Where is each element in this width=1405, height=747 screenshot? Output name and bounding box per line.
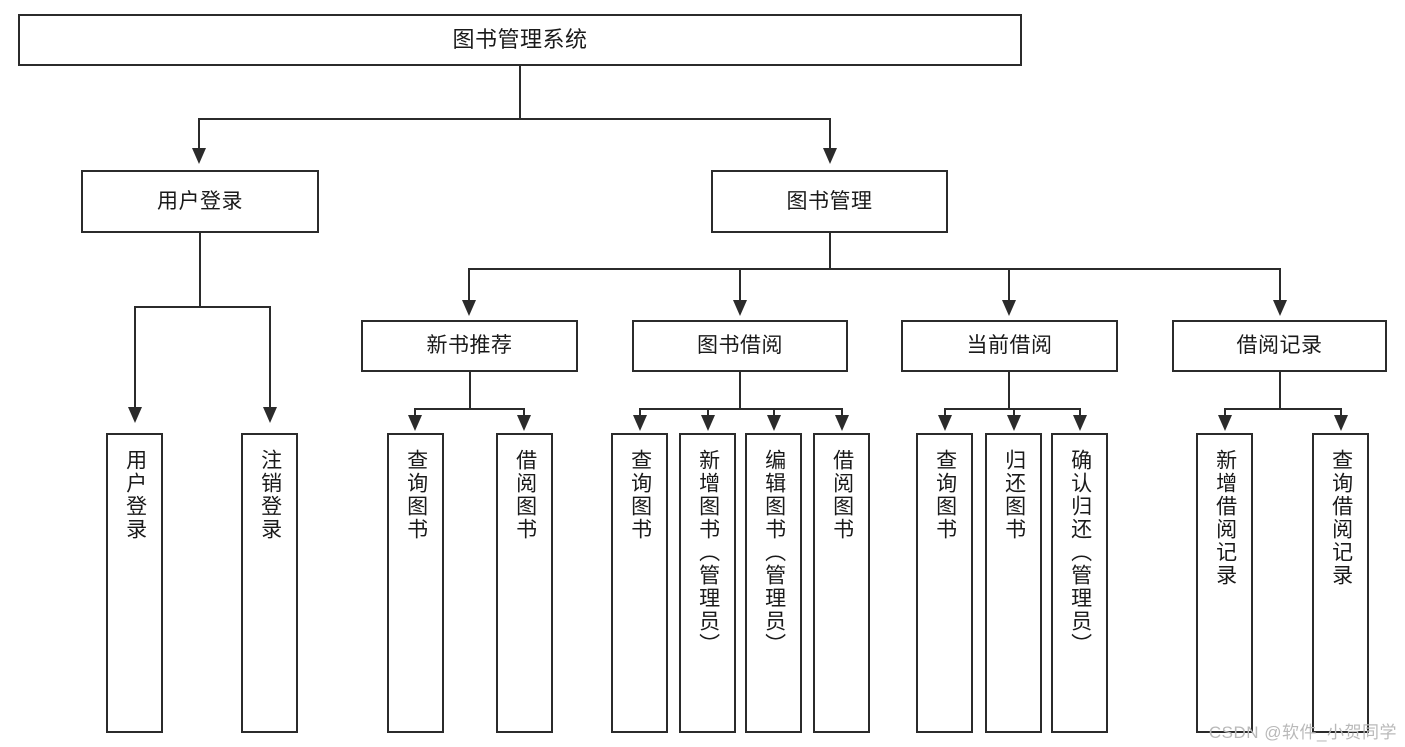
connector-drop-book-borrow <box>739 268 741 302</box>
leaf-user-login-login[interactable]: 用户登录 <box>106 433 163 733</box>
node-new-book-recommendation[interactable]: 新书推荐 <box>361 320 578 372</box>
leaf-book-borrow-query[interactable]: 查询图书 <box>611 433 668 733</box>
connector-user-login-bus <box>134 306 271 308</box>
node-label: 用户登录 <box>123 449 147 541</box>
arrow-book-borrow <box>733 300 747 316</box>
connector-drop-bb-borrow <box>841 408 843 418</box>
connector-drop-br-query <box>1340 408 1342 418</box>
arrow-user-login <box>192 148 206 164</box>
node-user-login[interactable]: 用户登录 <box>81 170 319 233</box>
node-label: 新增借阅记录 <box>1213 449 1237 587</box>
arrow-leaf-logout <box>263 407 277 423</box>
arrow-bb-borrow <box>835 415 849 431</box>
node-label: 当前借阅 <box>966 334 1053 358</box>
node-label: 归还图书 <box>1002 449 1026 541</box>
arrow-leaf-user-login <box>128 407 142 423</box>
connector-root-bus <box>198 118 831 120</box>
node-label: 查询图书 <box>404 449 428 541</box>
arrow-cb-query <box>938 415 952 431</box>
leaf-book-borrow-add[interactable]: 新增图书（管理员） <box>679 433 736 733</box>
node-label: 查询图书 <box>628 449 652 541</box>
leaf-current-borrow-confirm[interactable]: 确认归还（管理员） <box>1051 433 1108 733</box>
connector-borrow-record-stem <box>1279 372 1281 410</box>
connector-drop-bb-query <box>639 408 641 418</box>
connector-drop-leaf-user-login <box>134 306 136 409</box>
node-label: 借阅记录 <box>1236 334 1323 358</box>
connector-drop-new-book <box>468 268 470 302</box>
leaf-borrow-record-add[interactable]: 新增借阅记录 <box>1196 433 1253 733</box>
connector-current-borrow-bus <box>944 408 1080 410</box>
leaf-user-login-logout[interactable]: 注销登录 <box>241 433 298 733</box>
node-label: 编辑图书（管理员） <box>762 449 786 656</box>
connector-level3-bus <box>468 268 1280 270</box>
connector-user-login-stem <box>199 233 201 308</box>
arrow-book-management <box>823 148 837 164</box>
leaf-current-borrow-return[interactable]: 归还图书 <box>985 433 1042 733</box>
node-label: 图书管理系统 <box>452 26 588 52</box>
node-book-management[interactable]: 图书管理 <box>711 170 948 233</box>
node-label: 注销登录 <box>258 449 282 541</box>
connector-drop-nb-borrow <box>523 408 525 418</box>
node-label: 图书管理 <box>786 189 873 213</box>
node-root-book-management-system[interactable]: 图书管理系统 <box>18 14 1022 66</box>
connector-drop-br-add <box>1224 408 1226 418</box>
connector-drop-cb-confirm <box>1079 408 1081 418</box>
connector-drop-leaf-logout <box>269 306 271 409</box>
arrow-br-query <box>1334 415 1348 431</box>
connector-drop-user-login <box>198 118 200 150</box>
connector-book-borrow-stem <box>739 372 741 410</box>
connector-drop-book-management <box>829 118 831 150</box>
connector-root-stem <box>519 66 521 119</box>
connector-drop-current-borrow <box>1008 268 1010 302</box>
connector-new-book-bus <box>414 408 525 410</box>
leaf-book-borrow-borrow[interactable]: 借阅图书 <box>813 433 870 733</box>
node-label: 查询图书 <box>933 449 957 541</box>
leaf-new-book-borrow[interactable]: 借阅图书 <box>496 433 553 733</box>
csdn-watermark: CSDN @软件_小贺同学 <box>1208 723 1397 742</box>
arrow-br-add <box>1218 415 1232 431</box>
arrow-cb-return <box>1007 415 1021 431</box>
connector-borrow-record-bus <box>1224 408 1342 410</box>
arrow-cb-confirm <box>1073 415 1087 431</box>
node-label: 新增图书（管理员） <box>696 449 720 656</box>
arrow-new-book <box>462 300 476 316</box>
arrow-nb-query <box>408 415 422 431</box>
arrow-borrow-record <box>1273 300 1287 316</box>
node-label: 用户登录 <box>157 189 243 213</box>
connector-drop-nb-query <box>414 408 416 418</box>
node-label: 查询借阅记录 <box>1329 449 1353 587</box>
connector-new-book-stem <box>469 372 471 410</box>
leaf-new-book-query[interactable]: 查询图书 <box>387 433 444 733</box>
connector-drop-borrow-record <box>1279 268 1281 302</box>
connector-current-borrow-stem <box>1008 372 1010 410</box>
connector-drop-cb-return <box>1013 408 1015 418</box>
connector-drop-cb-query <box>944 408 946 418</box>
arrow-bb-query <box>633 415 647 431</box>
node-book-borrow[interactable]: 图书借阅 <box>632 320 848 372</box>
arrow-current-borrow <box>1002 300 1016 316</box>
connector-drop-bb-edit <box>773 408 775 418</box>
connector-book-management-stem <box>829 233 831 270</box>
node-current-borrow[interactable]: 当前借阅 <box>901 320 1118 372</box>
leaf-book-borrow-edit[interactable]: 编辑图书（管理员） <box>745 433 802 733</box>
node-label: 借阅图书 <box>513 449 537 541</box>
connector-book-borrow-bus <box>639 408 842 410</box>
node-label: 确认归还（管理员） <box>1068 449 1092 656</box>
node-borrow-record[interactable]: 借阅记录 <box>1172 320 1387 372</box>
node-label: 借阅图书 <box>830 449 854 541</box>
leaf-current-borrow-query[interactable]: 查询图书 <box>916 433 973 733</box>
arrow-bb-add <box>701 415 715 431</box>
arrow-nb-borrow <box>517 415 531 431</box>
connector-drop-bb-add <box>707 408 709 418</box>
arrow-bb-edit <box>767 415 781 431</box>
node-label: 新书推荐 <box>426 334 513 358</box>
node-label: 图书借阅 <box>697 334 783 358</box>
leaf-borrow-record-query[interactable]: 查询借阅记录 <box>1312 433 1369 733</box>
